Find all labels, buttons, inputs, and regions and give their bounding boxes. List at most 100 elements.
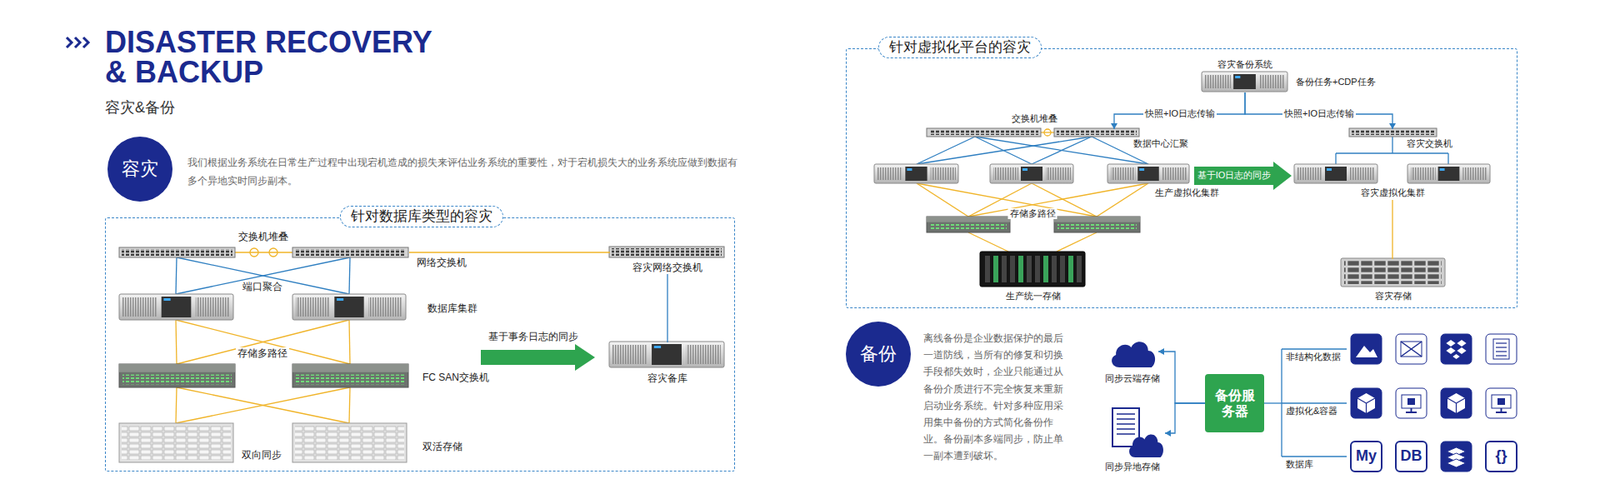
server-body [874,164,959,184]
document-line [1116,428,1135,430]
switch-ports [1351,130,1435,135]
dropbox-glyph [1445,340,1455,347]
node-label: 数据库集群 [427,302,478,315]
wire [175,257,177,295]
node-label: 容灾网络交换机 [632,261,703,274]
annotation-label: 非结构化数据 [1285,351,1341,363]
monitor-glyph [1495,411,1507,414]
chevron [83,37,89,48]
wire [175,320,350,365]
fc-switch-top [926,216,1010,223]
chevron [66,37,72,48]
chevron [75,37,80,48]
dash-node: 针对数据库类型的容灾交换机堆叠网络交换机容灾网络交换机数据库集群FC SAN交换… [105,217,735,472]
cloud-outline [1129,434,1164,458]
annotation-label: 数据库 [1285,459,1314,470]
drive-column [1076,255,1082,283]
connector [1391,200,1393,260]
link-ring [1044,129,1051,136]
node-label: 同步云端存储 [1105,373,1160,385]
node-label: 交换机堆叠 [238,230,289,243]
document-line [1116,413,1135,415]
dropbox-glyph [1456,347,1466,355]
node-label: 生产统一存储 [1005,290,1061,302]
drive-column [1051,255,1057,283]
storage-body [119,423,234,463]
page-title: DISASTER RECOVERY & BACKUP [105,27,449,88]
app-icon [1395,388,1427,419]
server-grille [1045,167,1071,180]
server-grille [1350,167,1375,180]
server-body [1107,164,1190,184]
node-label: 双向同步 [241,449,282,461]
wire [176,257,350,295]
description-text: 离线备份是企业数据保护的最后一道防线，当所有的修复和切换手段都失效时，企业只能通… [923,330,1067,465]
cube-glyph [1357,393,1375,414]
server-panel [1233,74,1256,90]
connector [1245,92,1393,130]
app-icon [1440,388,1472,419]
stack-glyph [1446,459,1466,468]
switch-body [1054,128,1140,137]
node-label: 备份服务器 [1205,374,1265,433]
drive-column [1035,255,1040,283]
wire [176,387,350,424]
server-body [1294,164,1378,184]
node-label: 备份任务+CDP任务 [1295,76,1376,88]
server-grille [368,297,403,317]
document-line [1116,418,1135,420]
cube-glyph [1365,403,1367,414]
wire [968,183,1149,217]
node-label: 容灾交换机 [1406,138,1453,150]
switch-ports [611,248,722,256]
cloud-shape [1107,335,1159,370]
drive-column [1018,255,1024,283]
drive-column [1001,255,1007,283]
storage-bays [1344,260,1442,285]
device-node: 交换机堆叠数据中心汇聚 [927,129,1140,138]
server-grille [122,297,157,317]
switch-ports [121,249,233,256]
sync-arrow [1194,161,1292,190]
monitor-glyph [1401,395,1421,409]
storage-drives [121,425,231,460]
node-label: 同步异地存储 [1105,461,1160,473]
server-grille [930,167,956,180]
wire [176,320,350,365]
server-grille [1259,75,1285,89]
arrowhead [1389,123,1396,130]
device-node: 双向同步双活存储 [120,424,408,464]
device-node: 容灾交换机 [1350,129,1438,138]
drive-column [985,255,990,283]
document-glyph [1495,355,1507,356]
wire [1056,232,1097,252]
cloud-node: 同步云端存储 [1107,335,1159,370]
fc-switch-ports [122,375,232,385]
drive-column [993,255,999,283]
server-grille [1462,167,1488,180]
server-led [1440,168,1445,171]
icon-node: My [1350,440,1383,473]
app-icon [1440,441,1472,472]
green-node: 备份服务器 [1205,374,1265,433]
fc-switch-top [292,364,409,373]
device-node: 容灾备库 [610,342,725,385]
document-glyph [1495,346,1507,348]
node-label: 生产虚拟化集群 [1155,187,1220,199]
arrowhead [1110,123,1118,130]
connector [409,251,610,253]
fc-switch-top [1054,216,1140,223]
server-body [292,294,406,320]
device-node: 容灾网络交换机 [610,247,725,275]
chevrons [66,37,89,48]
drive-column [1026,255,1032,283]
switch-ports [1056,130,1137,135]
server-grille [993,167,1019,180]
wire [975,136,1149,165]
wire [175,257,350,295]
server-body [990,164,1074,184]
switch-ports [929,130,1039,135]
link-line [235,251,293,253]
wire [1281,348,1347,350]
app-icon [1395,334,1427,365]
